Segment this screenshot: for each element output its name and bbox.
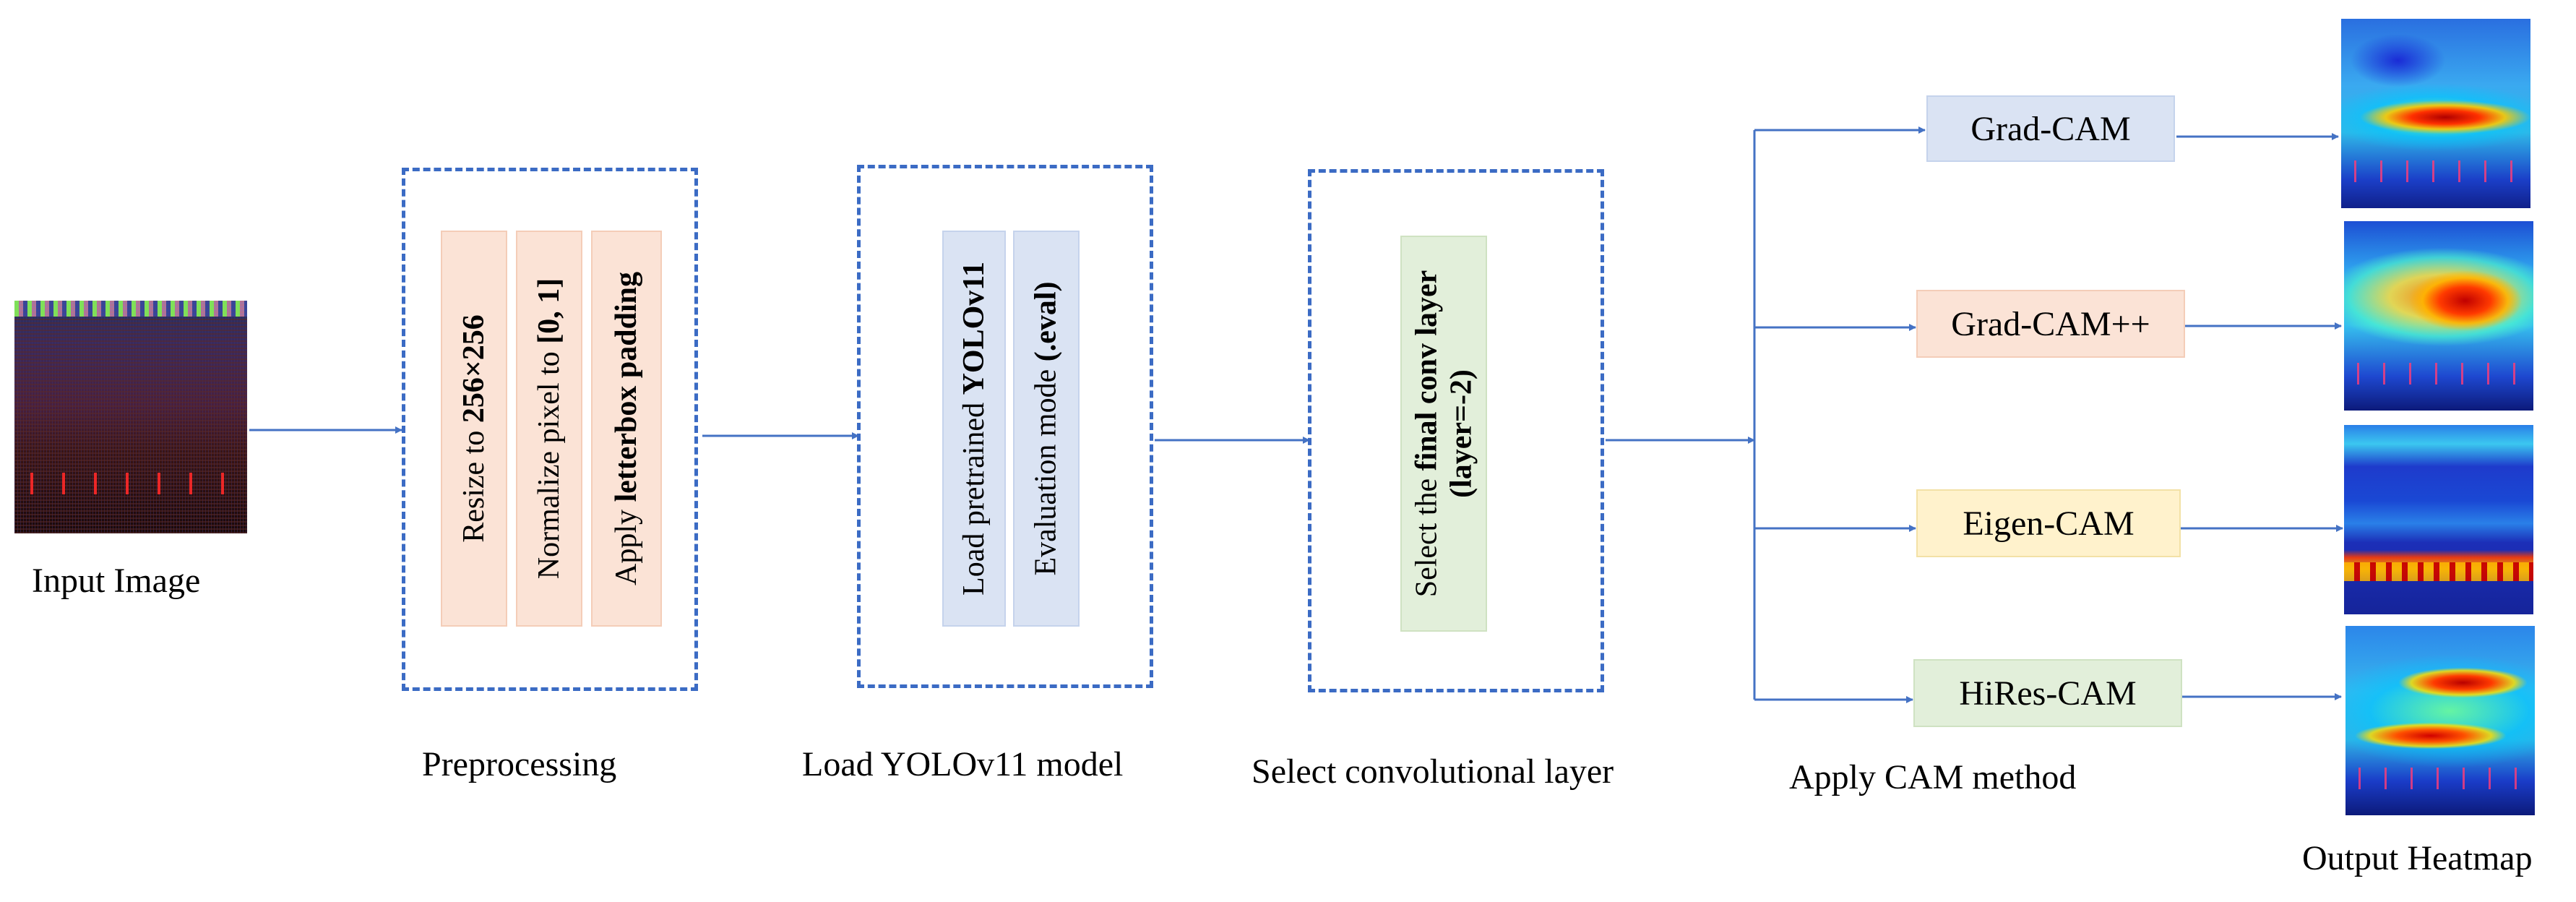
- step-eval-value: (.eval): [1030, 281, 1063, 362]
- cam-method-gradcam: Grad-CAM: [1926, 95, 2175, 162]
- heatmap-hirescam: [2345, 626, 2535, 815]
- step-load-pretrained: Load pretrained YOLOv11: [942, 231, 1006, 627]
- output-caption: Output Heatmap: [2302, 839, 2533, 877]
- step-normalize-value: [0, 1]: [533, 278, 567, 344]
- model-group: [857, 165, 1153, 688]
- step-letterbox-prefix: Apply: [610, 502, 643, 586]
- step-load-value: YOLOv11: [957, 262, 991, 395]
- step-load-prefix: Load pretrained: [957, 395, 991, 596]
- step-resize-value: 256×256: [457, 314, 491, 424]
- cam-method-gradcampp: Grad-CAM++: [1916, 290, 2185, 358]
- step-letterbox: Apply letterbox padding: [591, 231, 662, 627]
- layer-caption: Select convolutional layer: [1252, 752, 1614, 791]
- step-select-layer: Select the final conv layer(layer=-2): [1400, 236, 1487, 632]
- step-letterbox-value: letterbox padding: [610, 271, 643, 502]
- step-layer-index: (layer=-2): [1444, 369, 1478, 498]
- preprocessing-caption: Preprocessing: [422, 745, 617, 783]
- step-normalize: Normalize pixel to [0, 1]: [516, 231, 582, 627]
- preprocessing-group: [402, 168, 698, 691]
- model-caption: Load YOLOv11 model: [802, 745, 1124, 783]
- heatmap-gradcampp: [2344, 221, 2533, 411]
- cam-caption: Apply CAM method: [1789, 758, 2077, 796]
- heatmap-gradcam: [2341, 19, 2530, 208]
- step-layer-prefix: Select the: [1410, 471, 1444, 598]
- step-normalize-prefix: Normalize pixel to: [533, 343, 567, 580]
- step-layer-name: final conv layer: [1410, 270, 1444, 471]
- cam-method-hirescam: HiRes-CAM: [1913, 659, 2182, 727]
- heatmap-eigencam: [2344, 425, 2533, 614]
- step-eval-prefix: Evaluation mode: [1030, 361, 1063, 576]
- layer-group: [1308, 169, 1604, 692]
- cam-method-eigencam: Eigen-CAM: [1916, 489, 2181, 557]
- input-caption: Input Image: [32, 562, 201, 600]
- step-resize: Resize to 256×256: [441, 231, 507, 627]
- step-eval-mode: Evaluation mode (.eval): [1013, 231, 1080, 627]
- step-resize-prefix: Resize to: [457, 423, 491, 543]
- input-image: [14, 301, 247, 533]
